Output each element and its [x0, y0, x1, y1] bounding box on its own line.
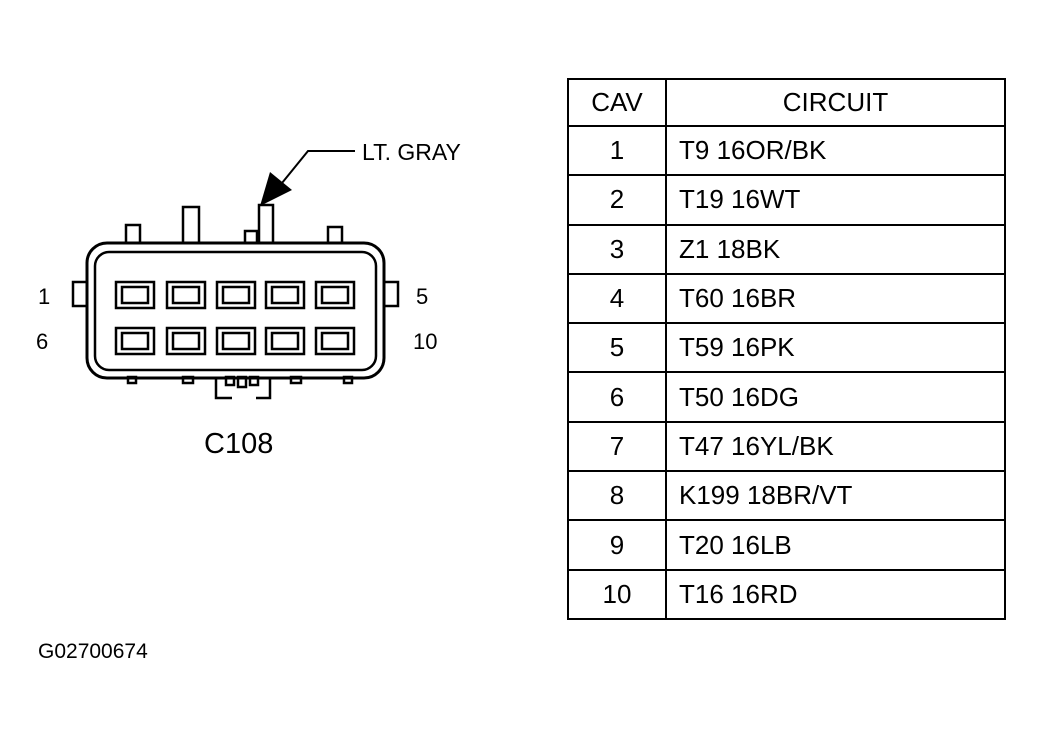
connector-body-outer — [85, 241, 386, 380]
cav-cell: 6 — [567, 371, 667, 423]
cav-cell: 8 — [567, 470, 667, 522]
cavity-4 — [264, 280, 306, 310]
connector-right-ear — [382, 280, 400, 308]
cav-cell: 7 — [567, 420, 667, 473]
circuit-cell: K199 18BR/VT — [665, 470, 1006, 522]
cav-cell: 9 — [567, 519, 667, 571]
cav-cell: 1 — [567, 124, 667, 177]
color-callout-label: LT. GRAY — [362, 139, 461, 165]
cav-cell: 4 — [567, 272, 667, 325]
cavity-7 — [165, 326, 207, 356]
circuit-cell: T16 16RD — [665, 568, 1006, 620]
circuit-cell: T47 16YL/BK — [665, 420, 1006, 473]
table-header-row: CAV CIRCUIT — [567, 78, 1006, 127]
figure-id: G02700674 — [38, 640, 148, 663]
cav-cell: 3 — [567, 223, 667, 275]
cav-header: CAV — [567, 78, 667, 127]
cavity-row-top — [114, 280, 356, 310]
connector-name: C108 — [204, 428, 273, 460]
circuit-cell: T59 16PK — [665, 322, 1006, 374]
connector-bottom-tabs — [126, 375, 354, 400]
pin-label-6: 6 — [36, 329, 48, 354]
connector-body-inner — [93, 250, 378, 372]
cavity-6 — [114, 326, 156, 356]
connector-top-post — [181, 205, 201, 247]
cav-cell: 10 — [567, 568, 667, 620]
cavity-9 — [264, 326, 306, 356]
callout-leader-line — [281, 150, 355, 184]
circuit-header: CIRCUIT — [665, 78, 1006, 127]
connector-left-ear — [71, 280, 89, 308]
connector-lock-post — [257, 203, 275, 247]
circuit-cell: T9 16OR/BK — [665, 124, 1006, 177]
circuit-cell: T20 16LB — [665, 519, 1006, 571]
cavity-10 — [314, 326, 356, 356]
circuit-cell: T60 16BR — [665, 272, 1006, 325]
pin-label-1: 1 — [38, 284, 50, 309]
cavity-8 — [215, 326, 257, 356]
cavity-row-bottom — [114, 326, 356, 356]
callout-arrow-head — [260, 172, 292, 206]
cavity-5 — [314, 280, 356, 310]
cavity-3 — [215, 280, 257, 310]
pin-label-5: 5 — [416, 284, 428, 309]
circuit-cell: T50 16DG — [665, 371, 1006, 423]
circuit-cell: T19 16WT — [665, 174, 1006, 226]
cav-cell: 5 — [567, 322, 667, 374]
cav-cell: 2 — [567, 174, 667, 226]
cavity-1 — [114, 280, 156, 310]
pin-label-10: 10 — [413, 329, 437, 354]
cavity-2 — [165, 280, 207, 310]
circuit-cell: Z1 18BK — [665, 223, 1006, 275]
